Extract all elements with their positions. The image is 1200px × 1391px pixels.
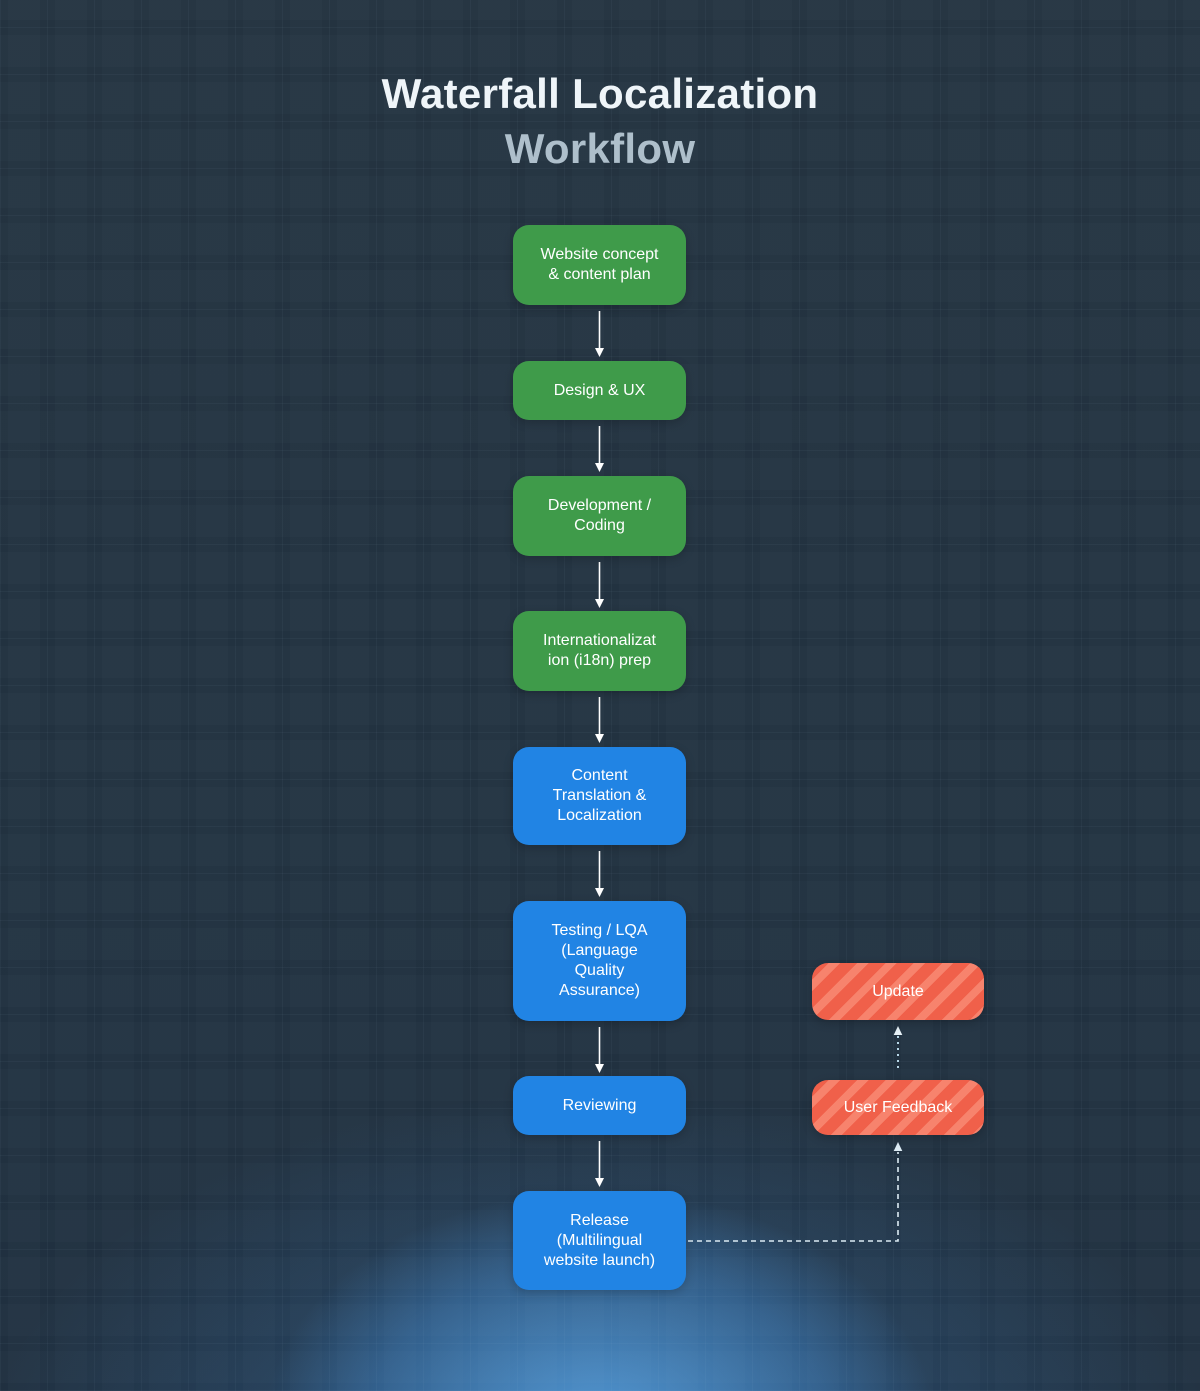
arrow-testing-to-reviewing [595, 1027, 604, 1073]
flow-step-i18n-prep: Internationalizat ion (i18n) prep [513, 611, 686, 691]
flow-step-reviewing: Reviewing [513, 1076, 686, 1135]
arrow-design-to-development [595, 426, 604, 472]
flow-step-release: Release (Multilingual website launch) [513, 1191, 686, 1290]
arrow-translation-to-testing [595, 851, 604, 897]
flow-step-development-coding: Development / Coding [513, 476, 686, 556]
diagram-title-line1: Waterfall Localization [381, 70, 819, 117]
dashed-connector-release-to-user-feedback [688, 1142, 903, 1242]
diagram-title: Waterfall Localization Workflow [0, 66, 1200, 176]
diagram-title-line2: Workflow [504, 125, 696, 172]
arrow-concept-to-design [595, 311, 604, 357]
arrow-development-to-i18n [595, 562, 604, 608]
arrow-reviewing-to-release [595, 1141, 604, 1187]
arrow-i18n-to-translation [595, 697, 604, 743]
flow-step-design-ux: Design & UX [513, 361, 686, 420]
dotted-connector-user-feedback-to-update [893, 1026, 903, 1068]
flow-step-website-concept: Website concept & content plan [513, 225, 686, 305]
flow-step-content-translation: Content Translation & Localization [513, 747, 686, 845]
feedback-step-user-feedback: User Feedback [812, 1080, 984, 1135]
flow-step-testing-lqa: Testing / LQA (Language Quality Assuranc… [513, 901, 686, 1021]
feedback-step-update: Update [812, 963, 984, 1020]
